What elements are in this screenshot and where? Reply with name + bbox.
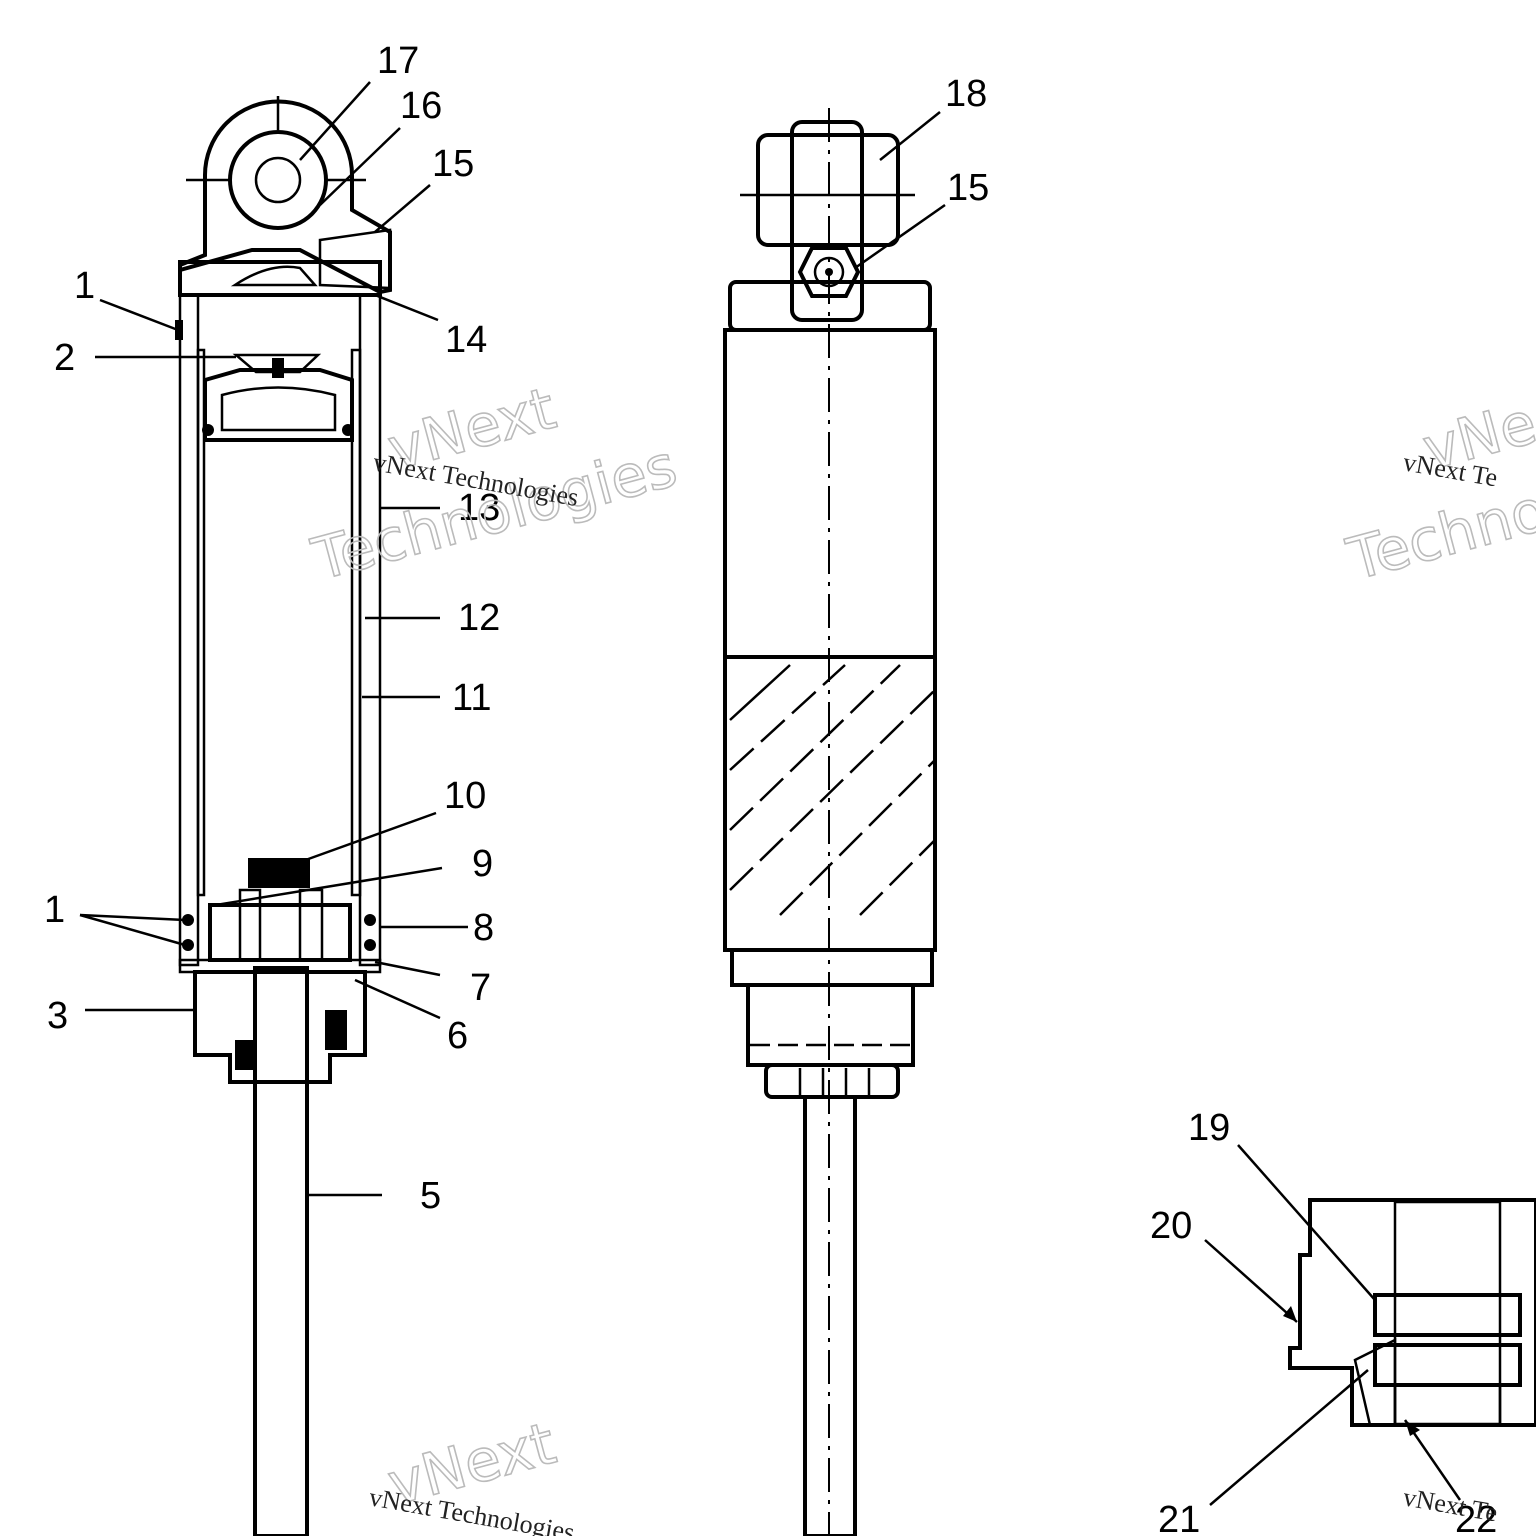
callout-13: 13: [458, 487, 500, 529]
spring-hatch: [729, 664, 936, 916]
callout-16: 16: [400, 85, 442, 127]
callout-6: 6: [447, 1015, 468, 1057]
callout-3: 3: [47, 995, 68, 1037]
floating-piston: [202, 353, 354, 442]
callout-7: 7: [470, 967, 491, 1009]
callout-1-bottom: 1: [44, 889, 65, 931]
callout-10: 10: [444, 775, 486, 817]
watermark-big-4: Techno: [1340, 476, 1536, 594]
seal-detail-view: [1288, 1198, 1536, 1427]
leader-lines: [79, 81, 1462, 1506]
o-ring-top: [175, 320, 183, 340]
callout-20: 20: [1150, 1205, 1192, 1247]
callout-22: 22: [1455, 1499, 1497, 1536]
callout-21: 21: [1158, 1499, 1200, 1536]
watermarks: vNext Technologies vNext Technologies vN…: [304, 373, 1536, 1536]
callout-14: 14: [445, 319, 487, 361]
callout-19: 19: [1188, 1107, 1230, 1149]
callout-2: 2: [54, 337, 75, 379]
callout-5: 5: [420, 1175, 441, 1217]
piston-rod-assembly: [178, 858, 382, 974]
seal-head: [193, 970, 367, 1084]
external-shock-view: [723, 108, 937, 1536]
callout-1-top: 1: [74, 265, 95, 307]
callout-12: 12: [458, 597, 500, 639]
shaft-nut-external: [764, 1063, 900, 1099]
watermark-small-4: vNext Te: [1401, 1482, 1500, 1527]
piston-shaft: [253, 966, 309, 1536]
callout-9: 9: [472, 843, 493, 885]
callout-labels: 17 16 15 14 1 2 13 12 11 10 9 1 8 7 6 3 …: [44, 40, 1497, 1536]
sectioned-shock-view: [175, 96, 392, 1536]
outer-tube: [178, 293, 382, 967]
callout-8: 8: [473, 907, 494, 949]
callout-15-left: 15: [432, 143, 474, 185]
callout-15-center: 15: [947, 167, 989, 209]
callout-17: 17: [377, 40, 419, 82]
top-eye-mount: [178, 96, 392, 295]
seal-head-external: [746, 983, 915, 1067]
callout-11: 11: [452, 677, 491, 719]
callout-18: 18: [945, 73, 987, 115]
